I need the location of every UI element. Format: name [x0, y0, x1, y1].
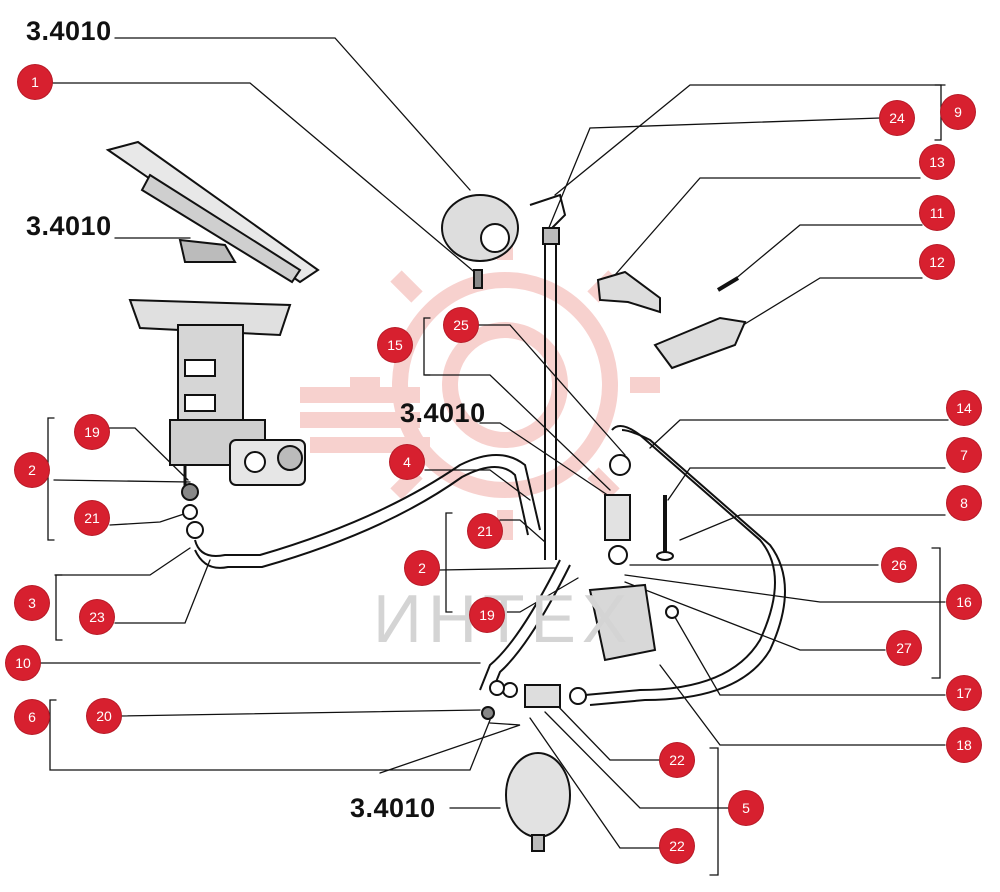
- leader-11: [727, 224, 923, 286]
- leader-2a: [53, 479, 191, 483]
- leader-23: [114, 559, 211, 624]
- ref-label-top: 3.4010: [26, 16, 112, 46]
- callout-22b: 22: [660, 829, 694, 863]
- callout-27: 27: [887, 631, 921, 665]
- callout-26: 26: [882, 548, 916, 582]
- callout-15: 15: [378, 328, 412, 362]
- bracket-15: [423, 317, 431, 376]
- leader-6b: [379, 722, 521, 774]
- bracket-3: [55, 574, 63, 641]
- pedal-cap: [441, 194, 519, 289]
- leader-27: [624, 581, 886, 651]
- callout-21b: 21: [468, 514, 502, 548]
- ref-label-pedal: 3.4010: [26, 211, 112, 241]
- leader-20: [119, 709, 481, 717]
- callout-20: 20: [87, 699, 121, 733]
- leader-ref-valve: [479, 422, 613, 499]
- callout-4: 4: [390, 445, 424, 479]
- leader-5: [544, 711, 731, 809]
- leader-22a: [551, 699, 661, 761]
- brake-pedal-valve: [105, 140, 320, 539]
- leader-4: [424, 469, 531, 501]
- leader-13: [614, 177, 921, 276]
- callout-2a: 2: [15, 453, 49, 487]
- callout-22a: 22: [660, 743, 694, 777]
- callout-21a: 21: [75, 501, 109, 535]
- lever-parts: [596, 270, 747, 370]
- leader-19b: [504, 577, 579, 613]
- callout-7: 7: [947, 438, 981, 472]
- leader-25: [477, 324, 626, 456]
- leader-8: [679, 514, 946, 541]
- hose-4: [194, 454, 541, 569]
- ref-label-reservoir: 3.4010: [350, 793, 436, 823]
- leader-24: [547, 117, 881, 231]
- leader-22b: [529, 717, 661, 849]
- callout-19b: 19: [470, 598, 504, 632]
- leader-2b: [439, 567, 556, 571]
- leader-18: [659, 664, 946, 746]
- leader-15: [424, 374, 611, 491]
- leader-14: [649, 419, 949, 449]
- callout-9: 9: [941, 95, 975, 129]
- leader-21a: [109, 511, 191, 526]
- bracket-2b: [445, 512, 453, 613]
- valve-assembly: [584, 425, 786, 706]
- bracket-16: [931, 547, 941, 679]
- callout-17: 17: [947, 676, 981, 710]
- leader-16: [624, 574, 946, 603]
- callout-6: 6: [15, 700, 49, 734]
- leader-3: [54, 547, 191, 576]
- bracket-2a: [47, 417, 55, 541]
- leader-12: [734, 277, 923, 331]
- callout-3: 3: [15, 586, 49, 620]
- callout-19a: 19: [75, 415, 109, 449]
- callout-23: 23: [80, 600, 114, 634]
- ref-label-valve: 3.4010: [400, 398, 486, 428]
- callout-14: 14: [947, 391, 981, 425]
- callout-1: 1: [18, 65, 52, 99]
- callout-12: 12: [920, 245, 954, 279]
- leader-17: [671, 611, 946, 696]
- callout-10: 10: [6, 646, 40, 680]
- leader-7: [667, 467, 946, 501]
- leader-ref-top: [114, 37, 471, 191]
- callout-8: 8: [947, 486, 981, 520]
- callout-2b: 2: [405, 551, 439, 585]
- leader-9: [554, 84, 946, 196]
- pipe-9: [529, 193, 567, 560]
- callout-5: 5: [729, 791, 763, 825]
- leader-21b: [499, 519, 546, 543]
- callout-25: 25: [444, 308, 478, 342]
- callout-18: 18: [947, 728, 981, 762]
- bracket-6: [49, 699, 491, 771]
- callout-13: 13: [920, 145, 954, 179]
- lower-fittings: [479, 559, 587, 852]
- callout-16: 16: [947, 585, 981, 619]
- bracket-22: [709, 747, 719, 876]
- callout-11: 11: [920, 196, 954, 230]
- callout-24: 24: [880, 101, 914, 135]
- leader-1: [51, 82, 479, 276]
